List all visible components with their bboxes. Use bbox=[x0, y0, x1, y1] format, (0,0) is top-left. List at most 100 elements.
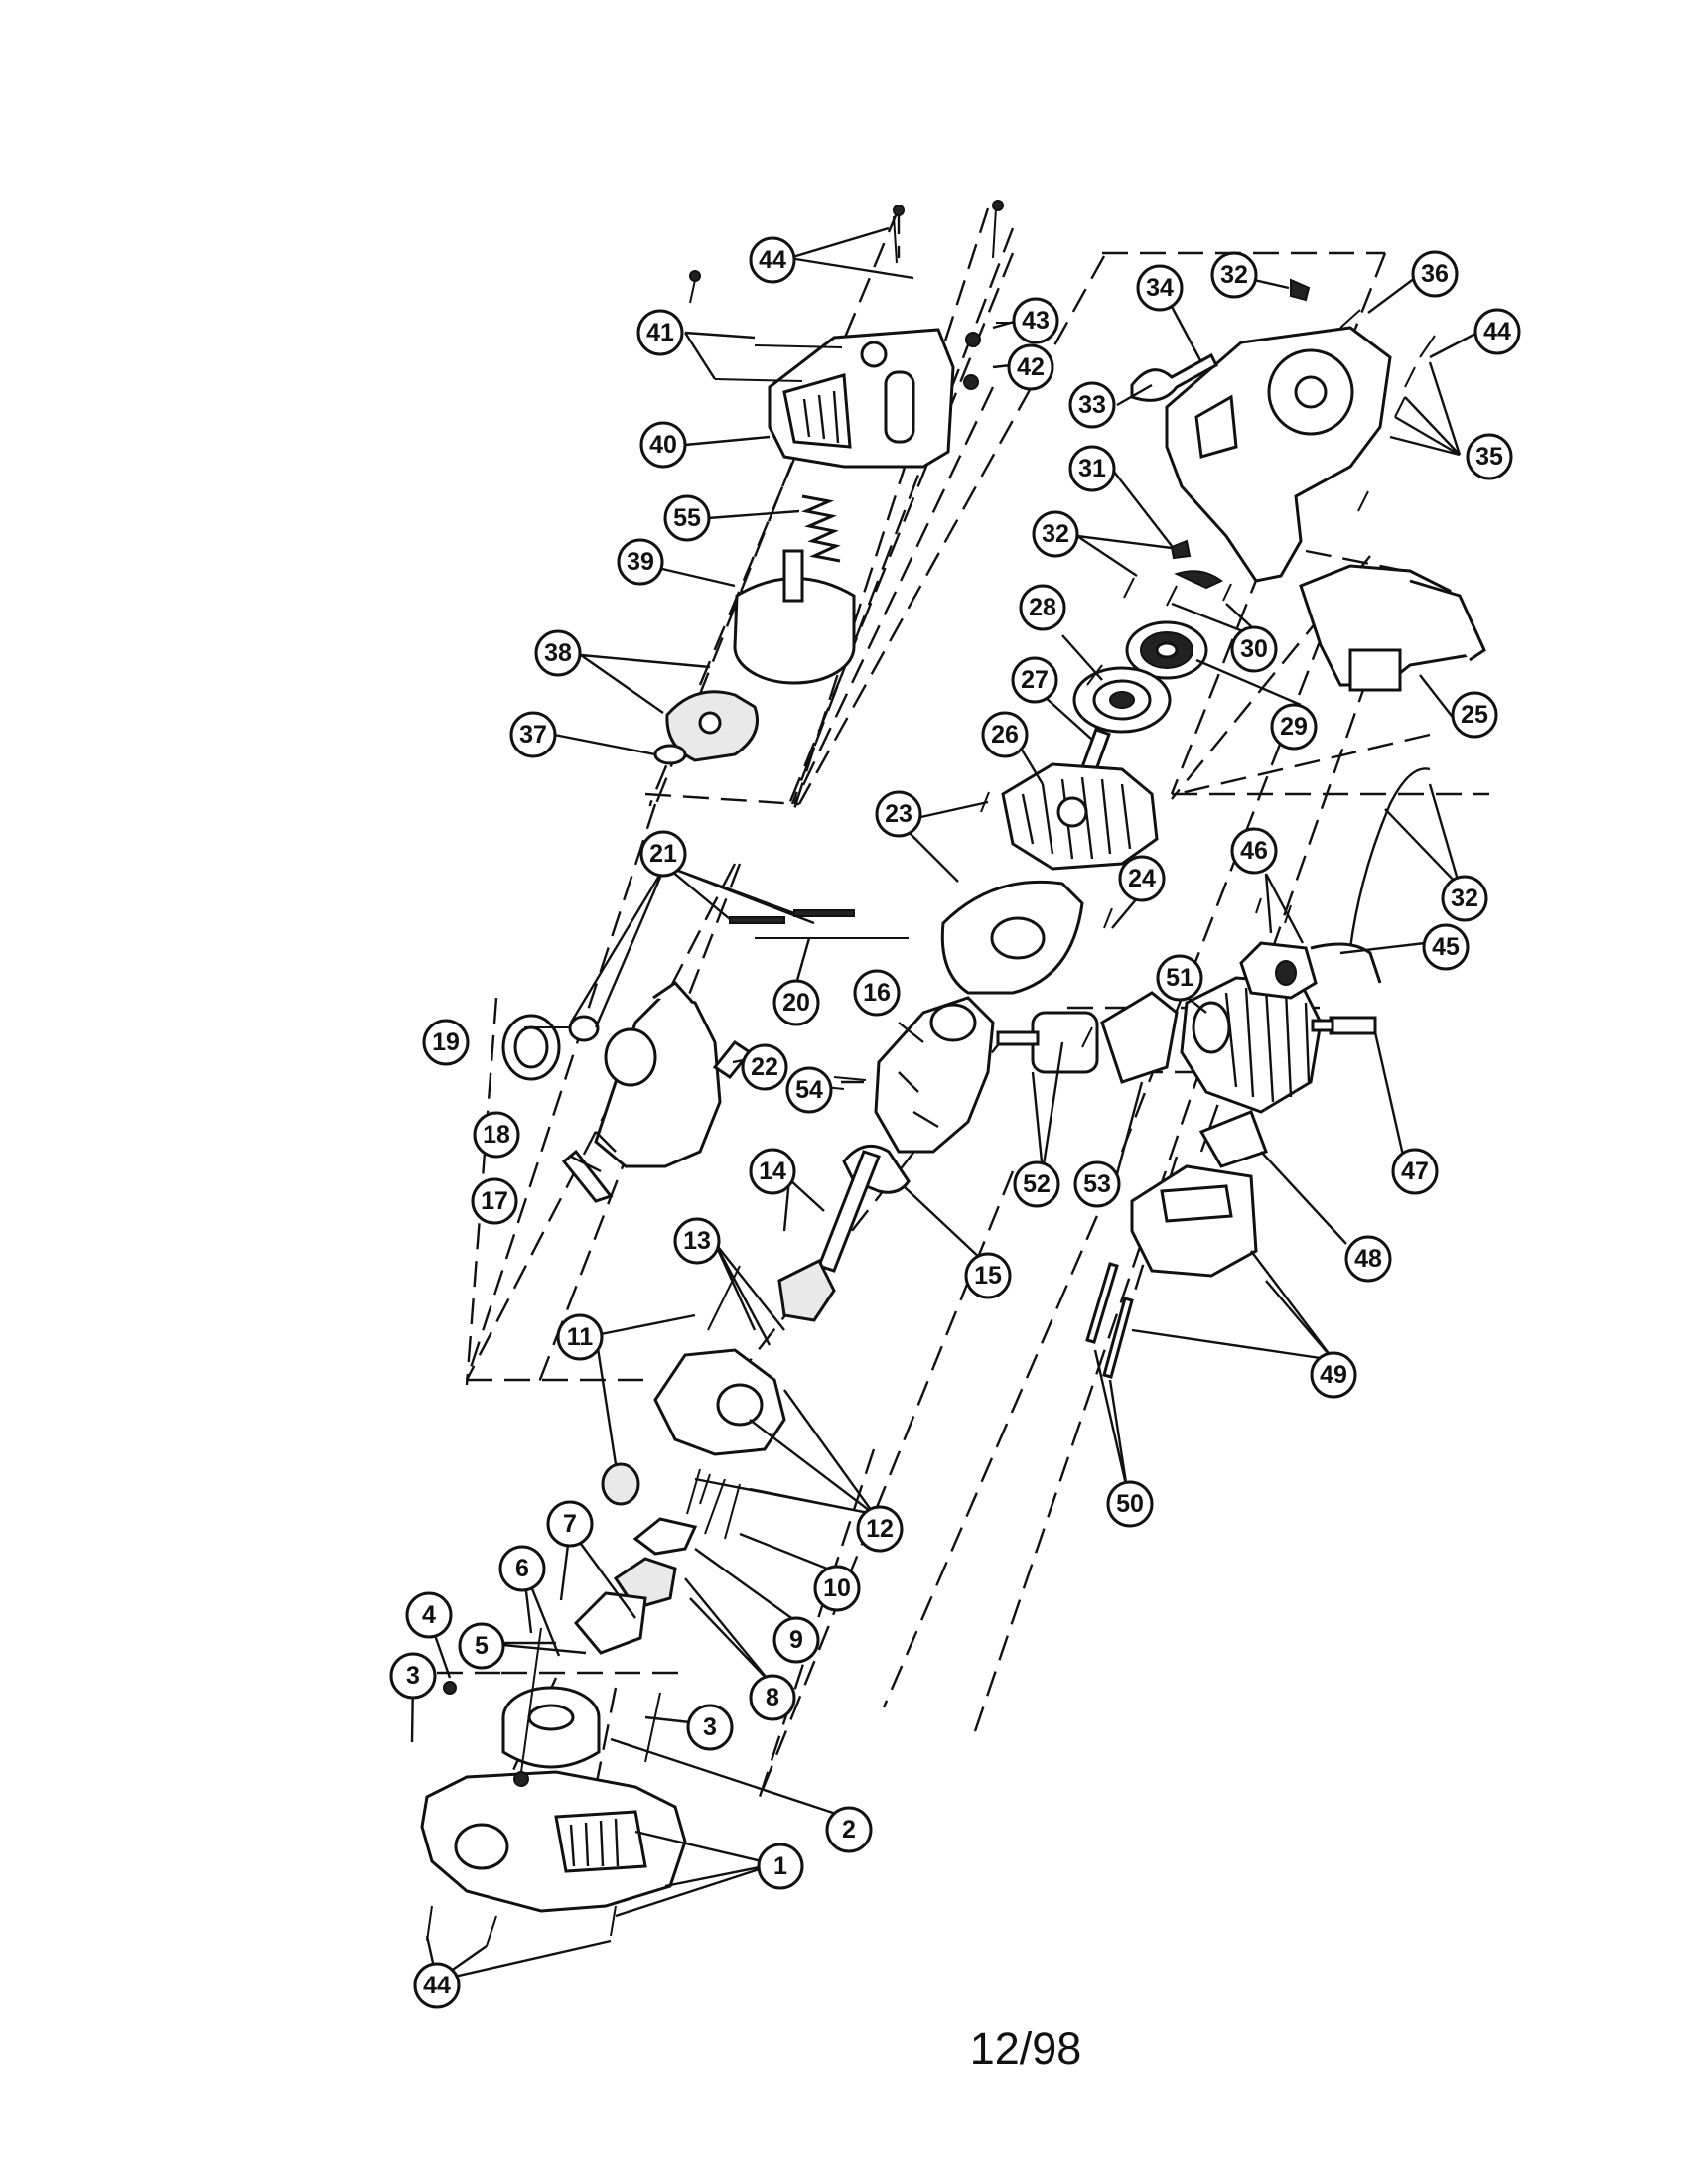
callout-number: 27 bbox=[1021, 666, 1049, 694]
callout-circle bbox=[1344, 1235, 1392, 1283]
callout-part-26: 26 bbox=[981, 711, 1029, 758]
callout-number: 22 bbox=[751, 1053, 778, 1081]
callout-part-36: 36 bbox=[1411, 250, 1459, 298]
callout-circle bbox=[1411, 250, 1459, 298]
callout-circle bbox=[556, 1313, 604, 1361]
callout-circle bbox=[749, 1148, 796, 1195]
pulley-28-drawing bbox=[1072, 666, 1172, 734]
callout-number: 39 bbox=[627, 548, 654, 576]
callout-number: 24 bbox=[1128, 865, 1156, 892]
starter-housing-34-drawing bbox=[1165, 326, 1392, 583]
callout-part-3a: 3 bbox=[389, 1652, 437, 1700]
callout-part-7: 7 bbox=[546, 1500, 594, 1548]
callout-number: 31 bbox=[1078, 455, 1106, 482]
callout-part-10: 10 bbox=[813, 1565, 861, 1612]
callout-circle bbox=[617, 538, 664, 586]
callout-circle bbox=[1032, 510, 1079, 558]
spark-plug-47-drawing bbox=[1311, 1016, 1377, 1035]
backplate-23-drawing bbox=[940, 880, 1084, 995]
air-filter-2-drawing bbox=[501, 1686, 601, 1769]
callout-number: 4 bbox=[422, 1601, 436, 1629]
callout-number: 3 bbox=[406, 1662, 420, 1690]
callout-number: 40 bbox=[649, 431, 677, 459]
callout-circle bbox=[636, 309, 684, 356]
callout-part-38: 38 bbox=[534, 629, 582, 677]
fuel-cap-19-drawing bbox=[501, 1014, 561, 1081]
callout-number: 30 bbox=[1240, 635, 1268, 663]
callout-circle bbox=[741, 1043, 788, 1091]
cylinder-51-drawing bbox=[1180, 976, 1323, 1114]
callout-part-23: 23 bbox=[875, 790, 922, 838]
callout-part-53: 53 bbox=[1073, 1160, 1121, 1208]
callout-part-43: 43 bbox=[1012, 297, 1059, 344]
callout-part-32b: 32 bbox=[1032, 510, 1079, 558]
callout-part-51: 51 bbox=[1156, 954, 1203, 1002]
callout-number: 12 bbox=[866, 1515, 894, 1543]
callout-circle bbox=[772, 1616, 820, 1664]
callout-number: 18 bbox=[483, 1121, 510, 1149]
callout-part-22: 22 bbox=[741, 1043, 788, 1091]
callout-circle bbox=[1007, 343, 1054, 391]
callout-number: 8 bbox=[766, 1684, 779, 1711]
callout-number: 43 bbox=[1022, 307, 1050, 335]
callout-part-39: 39 bbox=[617, 538, 664, 586]
callout-circle bbox=[1068, 445, 1116, 492]
callout-circle bbox=[498, 1545, 546, 1592]
callout-circle bbox=[1073, 1160, 1121, 1208]
callout-part-17: 17 bbox=[471, 1177, 518, 1225]
callout-part-50: 50 bbox=[1106, 1480, 1154, 1528]
callout-number: 48 bbox=[1354, 1245, 1382, 1273]
callout-circle bbox=[856, 1505, 904, 1553]
callout-part-48: 48 bbox=[1344, 1235, 1392, 1283]
callout-part-29: 29 bbox=[1270, 703, 1318, 751]
callout-number: 19 bbox=[432, 1028, 460, 1056]
callout-part-46: 46 bbox=[1230, 827, 1278, 875]
carburetor-body-11-drawing bbox=[653, 1348, 786, 1456]
callout-part-14: 14 bbox=[749, 1148, 796, 1195]
callout-number: 3 bbox=[703, 1713, 717, 1741]
callout-circle bbox=[1106, 1480, 1154, 1528]
callout-number: 26 bbox=[991, 721, 1019, 749]
callout-circle bbox=[389, 1652, 437, 1700]
callout-number: 9 bbox=[789, 1626, 803, 1654]
callout-part-34: 34 bbox=[1136, 264, 1184, 312]
callout-number: 46 bbox=[1240, 837, 1268, 865]
callout-part-24: 24 bbox=[1118, 855, 1166, 902]
starter-handle-33-drawing bbox=[1130, 352, 1218, 402]
callout-circle bbox=[853, 969, 901, 1017]
callout-number: 10 bbox=[823, 1574, 851, 1602]
callout-circle bbox=[772, 979, 820, 1026]
callout-number: 34 bbox=[1146, 274, 1174, 302]
callout-number: 47 bbox=[1401, 1158, 1429, 1185]
callout-circle bbox=[1019, 584, 1066, 631]
callout-part-32c: 32 bbox=[1441, 875, 1488, 922]
bracket-25-drawing bbox=[1299, 564, 1486, 692]
callout-number: 13 bbox=[683, 1227, 711, 1255]
callout-circle bbox=[1230, 625, 1278, 673]
callout-part-11: 11 bbox=[556, 1313, 604, 1361]
callout-number: 44 bbox=[1483, 318, 1511, 345]
callout-number: 23 bbox=[885, 800, 912, 828]
callout-part-44a: 44 bbox=[749, 236, 796, 284]
callout-number: 33 bbox=[1078, 391, 1106, 419]
callout-part-37: 37 bbox=[509, 711, 557, 758]
pad-17-drawing bbox=[561, 1149, 614, 1203]
crankshaft-14-drawing bbox=[777, 1150, 881, 1322]
callout-part-2: 2 bbox=[825, 1806, 873, 1853]
muffler-bolts-50-drawing bbox=[1085, 1262, 1134, 1379]
callout-circle bbox=[534, 629, 582, 677]
callout-part-44b: 44 bbox=[1474, 308, 1521, 355]
callout-part-9: 9 bbox=[772, 1616, 820, 1664]
callout-circle bbox=[639, 421, 687, 469]
callout-part-21: 21 bbox=[639, 830, 687, 878]
callout-number: 55 bbox=[673, 504, 701, 532]
callout-circle bbox=[964, 1252, 1012, 1299]
callout-number: 28 bbox=[1029, 594, 1056, 621]
callout-number: 11 bbox=[567, 1323, 594, 1351]
callout-number: 38 bbox=[544, 639, 572, 667]
callout-circle bbox=[1441, 875, 1488, 922]
part-callouts: 1233456789101112131415161718192021222324… bbox=[389, 236, 1521, 2009]
primer-11-drawing bbox=[601, 1462, 640, 1506]
callout-circle bbox=[749, 236, 796, 284]
callout-part-16: 16 bbox=[853, 969, 901, 1017]
